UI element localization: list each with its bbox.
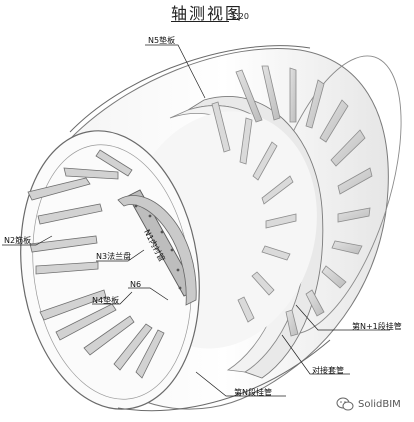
leader-seg-n bbox=[195, 371, 286, 397]
label-n6: N6 bbox=[130, 280, 142, 289]
leader-n6 bbox=[128, 287, 169, 301]
leader-n4 bbox=[92, 291, 133, 305]
cylinder-top-edge bbox=[69, 45, 311, 133]
flange-disc bbox=[117, 195, 197, 306]
label-n2-rib: N2筋板 bbox=[4, 236, 32, 245]
near-ribs bbox=[27, 149, 165, 379]
label-segment-n-plus-1: 第N+1段挂管 bbox=[352, 322, 402, 331]
leader-joint bbox=[281, 334, 350, 375]
leader-n3 bbox=[96, 249, 145, 262]
title-underline bbox=[171, 21, 229, 22]
drawing-title: 轴测视图 bbox=[171, 4, 244, 23]
cylinder-bottom-edge bbox=[117, 339, 331, 412]
leader-n5 bbox=[145, 44, 206, 99]
leader-seg-n1 bbox=[295, 304, 390, 331]
wechat-icon bbox=[336, 397, 354, 411]
label-n5-pad: N5垫板 bbox=[148, 36, 176, 45]
watermark-text: SolidBIM bbox=[358, 398, 401, 410]
leader-lines bbox=[2, 44, 390, 397]
drawing-scale: 1:20 bbox=[231, 12, 249, 21]
flange-bolts bbox=[134, 204, 182, 290]
label-segment-n: 第N段挂管 bbox=[234, 388, 272, 397]
label-joint-sleeve: 对接套管 bbox=[312, 366, 344, 375]
middle-ribs bbox=[211, 101, 297, 323]
label-n4-pad: N4垫板 bbox=[92, 296, 120, 305]
watermark: SolidBIM bbox=[336, 397, 401, 411]
label-n3-flange: N3法兰盘 bbox=[96, 252, 132, 261]
far-ribs bbox=[235, 65, 373, 337]
leader-n2 bbox=[2, 235, 53, 246]
